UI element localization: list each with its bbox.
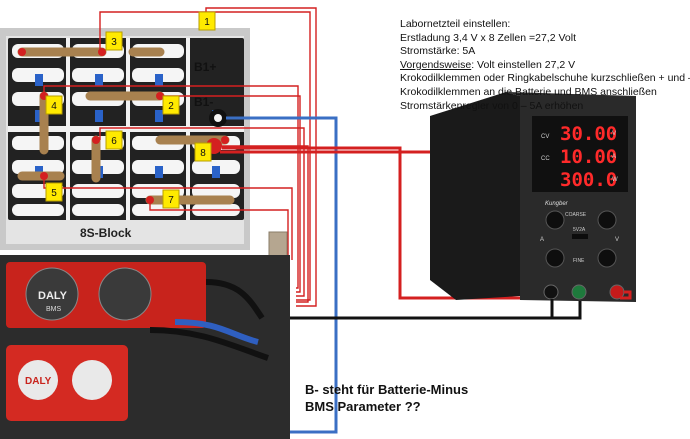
battery-cell	[188, 38, 244, 128]
marker-5-label: 5	[51, 188, 57, 199]
psu-display	[532, 116, 628, 192]
bms-small-fan-left	[18, 360, 58, 400]
fine-label: FINE	[573, 258, 585, 264]
instructions-line5: Krokodilklemmen an die Batterie und BMS …	[400, 85, 657, 98]
pack-label: 8S-Block	[80, 226, 132, 240]
marker-1-label: 1	[204, 17, 210, 28]
caption-line1: B- steht für Batterie-Minus	[305, 382, 469, 397]
bms-cable-blue	[174, 319, 259, 345]
psu-brand: Kungber	[545, 201, 569, 207]
instructions-line2: Stromstärke: 5A	[400, 45, 476, 58]
b1-minus-terminal	[209, 109, 227, 127]
power-supply: 30.00 10.00 300.0 V A W CV CC Kungber CO…	[430, 92, 636, 302]
label-v: V	[615, 237, 619, 243]
instructions-title: Labornetzteil einstellen:	[400, 18, 511, 30]
caption: B- steht für Batterie-Minus BMS Paramete…	[305, 381, 468, 415]
tag-cv: CV	[541, 134, 549, 140]
marker-4-label: 4	[51, 101, 57, 112]
unit-a: A	[612, 154, 616, 160]
unit-w: W	[612, 177, 618, 183]
marker-2	[162, 95, 180, 115]
coarse-knob-a[interactable]	[545, 210, 565, 230]
terminal-ground[interactable]	[571, 284, 587, 300]
black-wire-minus	[262, 296, 582, 320]
marker-8	[194, 142, 212, 162]
marker-5	[45, 182, 63, 202]
markers: 1 2 3 4 5 6 7 8	[45, 11, 216, 209]
label-a: A	[540, 237, 544, 243]
bms-brand-small: DALY	[25, 376, 52, 387]
instructions-line3-rest: : Volt einstellen 27,2 V	[471, 58, 576, 71]
tag-cc: CC	[541, 156, 550, 162]
voltage-display: 30.00	[560, 123, 617, 145]
marker-2-label: 2	[168, 101, 174, 112]
coarse-label: COARSE	[565, 212, 587, 218]
red-wire-plus-end	[620, 290, 632, 300]
fine-knob-a[interactable]	[545, 248, 565, 268]
caption-line2: BMS Parameter ??	[305, 399, 421, 414]
balance-wires	[43, 7, 317, 307]
terminal-minus[interactable]	[543, 284, 559, 300]
bms-small-fan-right	[72, 360, 112, 400]
marker-3	[105, 31, 123, 51]
fine-knob-v[interactable]	[597, 248, 617, 268]
marker-6	[105, 130, 123, 150]
power-display: 300.0	[560, 169, 617, 191]
b1-minus-label: B1-	[194, 95, 213, 109]
marker-7	[162, 189, 180, 209]
instructions-line4: Krokodilklemmen oder Ringkabelschuhe kur…	[400, 72, 690, 85]
instructions-line6: Stromstärkenregler von 0 – 5A erhöhen	[400, 99, 584, 112]
coarse-knob-v[interactable]	[597, 210, 617, 230]
usb-label: 5V2A	[573, 227, 586, 233]
unit-v: V	[612, 131, 616, 137]
instructions: Labornetzteil einstellen: Erstladung 3,4…	[400, 18, 690, 113]
marker-1	[198, 11, 216, 31]
current-display: 10.00	[560, 146, 617, 168]
marker-3-label: 3	[111, 37, 117, 48]
bms-cable-black	[205, 279, 265, 320]
bms-brand-large: DALY	[38, 290, 68, 302]
instructions-line3-underlined: Vorgendsweise	[400, 58, 472, 71]
marker-8-label: 8	[200, 148, 206, 159]
bms-fan-left	[25, 267, 79, 321]
b1-plus-label: B1+	[194, 60, 216, 74]
bms-fan-right	[98, 267, 152, 321]
instructions-line1: Erstladung 3,4 V x 8 Zellen =27,2 Volt	[400, 31, 576, 44]
marker-6-label: 6	[111, 136, 117, 147]
psu-side	[430, 92, 520, 300]
marker-7-label: 7	[168, 195, 174, 206]
bms-cable-black-2	[149, 327, 269, 361]
bms-sub-large: BMS	[46, 306, 62, 313]
instructions-line3: Vorgendsweise: Volt einstellen 27,2 V	[400, 59, 685, 73]
usb-port	[572, 234, 588, 239]
marker-4	[45, 95, 63, 115]
